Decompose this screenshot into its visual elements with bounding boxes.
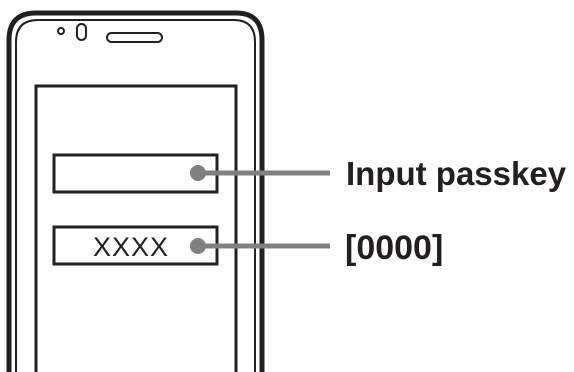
callout-dot-default — [190, 238, 206, 254]
callout-label-default-passkey: [0000] — [345, 229, 443, 267]
sensor-icon — [77, 24, 86, 40]
passkey-value-text: XXXX — [93, 232, 169, 262]
phone-inner-edge — [16, 20, 255, 372]
speaker-icon — [107, 33, 162, 42]
callout-dot-input — [190, 165, 206, 181]
camera-icon — [58, 28, 64, 34]
callout-label-input-passkey: Input passkey — [346, 155, 567, 192]
